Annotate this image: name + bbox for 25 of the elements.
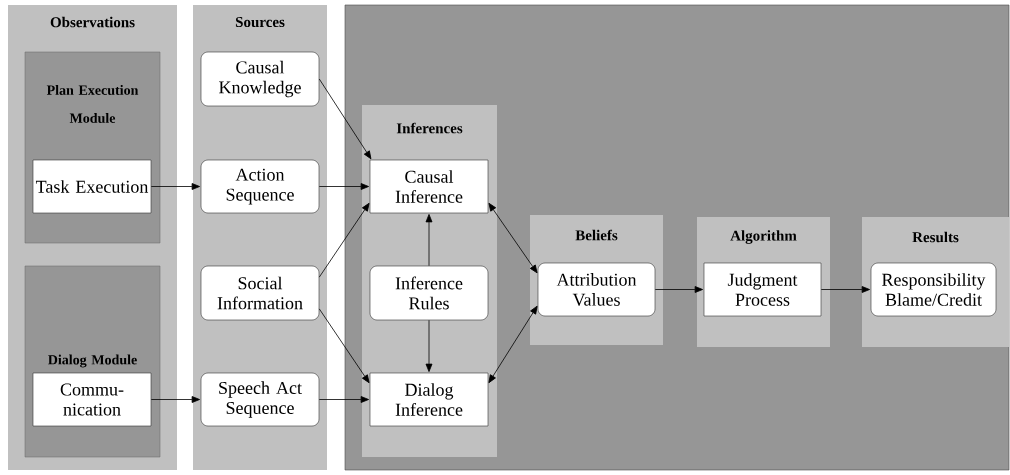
arrow <box>318 308 370 384</box>
arrow <box>150 396 200 403</box>
arrow <box>318 78 372 160</box>
arrow <box>654 286 703 293</box>
arrow <box>425 319 433 372</box>
process-box: Attribution Values <box>537 262 656 317</box>
process-box: Inference Rules <box>369 265 489 321</box>
process-box: Dialog Inference <box>369 372 489 427</box>
arrow <box>150 183 200 190</box>
process-box: Task Execution <box>32 159 152 214</box>
process-box: Action Sequence <box>200 159 320 214</box>
arrow <box>488 305 538 384</box>
arrow <box>318 183 369 190</box>
process-box: Causal Knowledge <box>200 51 320 107</box>
process-box: Commu- nication <box>32 372 152 427</box>
arrow <box>318 396 369 403</box>
process-box: Causal Inference <box>369 159 489 214</box>
process-box: Speech Act Sequence <box>200 372 320 427</box>
process-box: Responsibility Blame/Credit <box>870 262 997 317</box>
process-box: Judgment Process <box>703 262 822 317</box>
process-box: Social Information <box>200 265 320 321</box>
arrow <box>820 286 870 293</box>
arrow <box>488 202 538 274</box>
arrow <box>318 202 370 278</box>
arrow <box>425 214 433 267</box>
